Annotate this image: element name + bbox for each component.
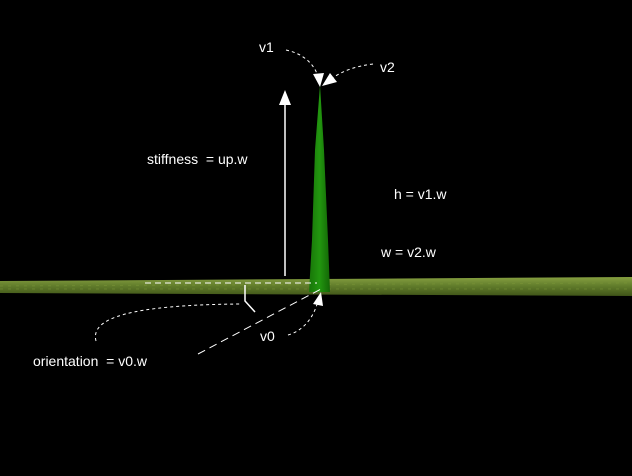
label-stiffness: stiffness = up.w <box>147 151 248 167</box>
label-v2: v2 <box>380 59 395 75</box>
label-width: w = v2.w <box>380 244 437 260</box>
v0-pointer-arrow <box>287 300 319 336</box>
v2-pointer-arrowhead <box>322 73 337 86</box>
label-v1: v1 <box>259 39 274 55</box>
v1-pointer-arrowhead <box>313 73 324 87</box>
orientation-pointer-arrow <box>94 303 241 342</box>
v2-pointer-arrow <box>330 63 374 80</box>
label-height: h = v1.w <box>394 186 447 202</box>
ground-texture <box>0 282 632 290</box>
label-v0: v0 <box>260 328 275 344</box>
orientation-angle-marker <box>244 285 256 313</box>
orientation-dashed-line <box>197 288 322 355</box>
grass-blade <box>309 85 330 292</box>
up-vector-arrowhead <box>279 90 291 105</box>
v0-pointer-arrowhead <box>313 292 323 306</box>
label-orientation: orientation = v0.w <box>33 353 148 369</box>
